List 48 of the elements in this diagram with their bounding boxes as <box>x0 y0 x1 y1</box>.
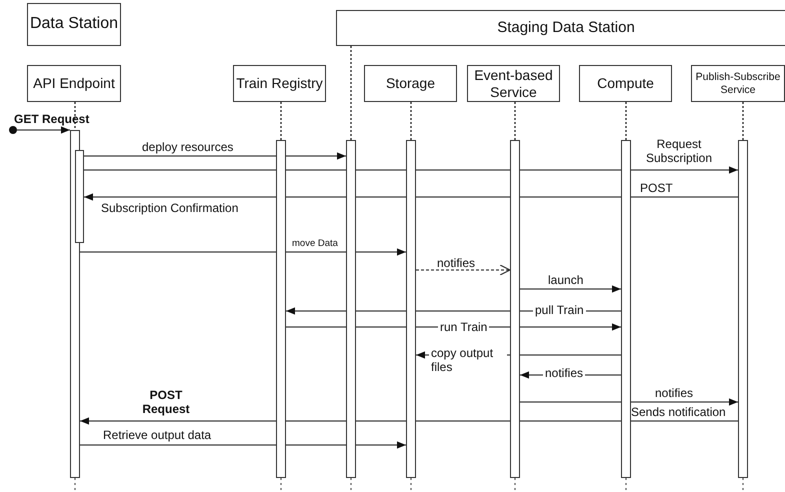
lifeline <box>74 102 76 130</box>
participant-box: API Endpoint <box>27 65 121 102</box>
message-arrow <box>416 264 511 276</box>
edge-label: deploy resources <box>142 140 234 154</box>
edge-label: POST Request <box>141 388 191 417</box>
edge-label: notifies <box>437 256 476 270</box>
message-arrow <box>80 441 406 449</box>
activation-bar <box>738 140 748 478</box>
message-arrow <box>520 398 738 406</box>
message-arrow <box>520 285 622 293</box>
message-arrow <box>84 152 346 160</box>
activation-bar <box>75 150 84 243</box>
edge-label: notifies <box>655 386 694 400</box>
start-dot <box>9 126 17 134</box>
activation-bar <box>276 140 286 478</box>
participant-box: Data Station <box>27 3 121 46</box>
lifeline <box>350 46 352 140</box>
message-arrow <box>16 126 70 134</box>
activation-bar <box>406 140 416 478</box>
edge-label: GET Request <box>14 112 90 126</box>
lifeline <box>280 102 282 140</box>
edge-label: pull Train <box>533 303 586 318</box>
participant-box: Train Registry <box>233 65 326 102</box>
edge-label: notifies <box>543 366 586 380</box>
edge-label: Request Subscription <box>644 137 714 166</box>
message-label: Sends notification <box>631 405 726 420</box>
edge-label: Subscription Confirmation <box>101 201 238 216</box>
message-arrow <box>80 248 406 256</box>
participant-box: Staging Data Station <box>336 10 785 46</box>
lifeline <box>410 102 412 140</box>
lifeline <box>742 102 744 140</box>
participant-box: Compute <box>579 65 672 102</box>
message-arrow <box>80 417 738 425</box>
lifeline <box>625 102 627 140</box>
edge-label: launch <box>548 273 584 288</box>
activation-bar <box>621 140 631 478</box>
activation-bar <box>346 140 356 478</box>
participant-box: Publish-Subscribe Service <box>691 65 785 102</box>
lifeline <box>514 102 516 140</box>
message-arrow <box>84 193 738 201</box>
edge-label: run Train <box>438 320 490 334</box>
edge-label: move Data <box>292 238 338 250</box>
activation-bar <box>510 140 520 478</box>
participant-box: Event-based Service <box>467 65 560 102</box>
edge-label: Retrieve output data <box>103 428 212 442</box>
participant-box: Storage <box>364 65 457 102</box>
message-label: POST <box>640 181 673 196</box>
message-arrow <box>84 166 738 174</box>
